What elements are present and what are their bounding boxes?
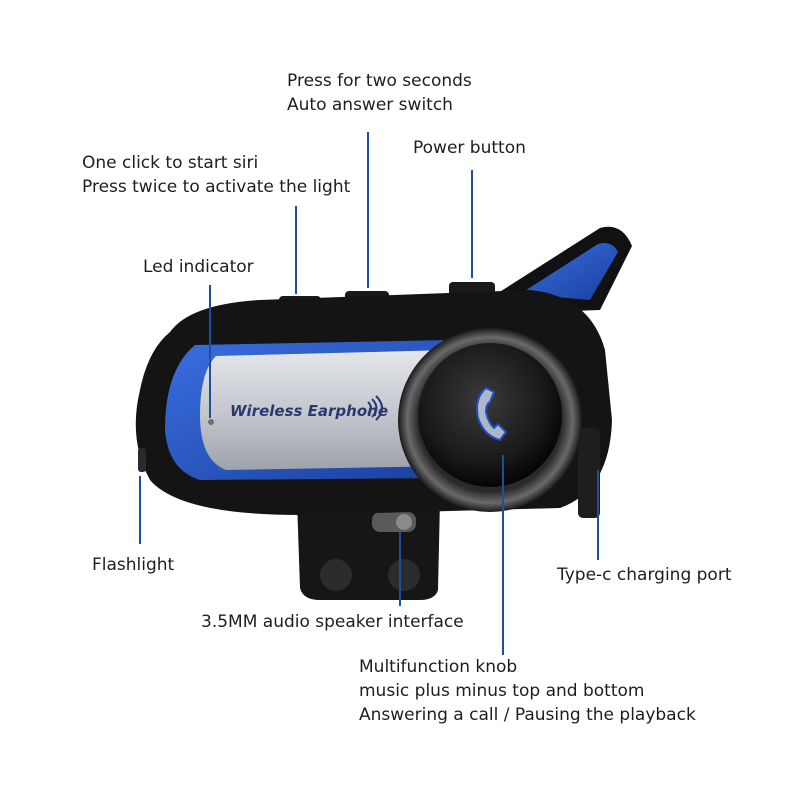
label-flashlight: Flashlight — [92, 555, 175, 575]
antenna-wing-blue — [520, 243, 618, 300]
label-led-indicator: Led indicator — [143, 257, 254, 277]
audio-jack-screw — [396, 514, 412, 530]
led-dot — [208, 419, 214, 425]
label-typec-port: Type-c charging port — [557, 565, 732, 585]
label-auto-answer: Press for two seconds Auto answer switch — [287, 71, 472, 115]
label-multifunction-knob: Multifunction knob music plus minus top … — [359, 657, 696, 725]
label-audio-interface: 3.5MM audio speaker interface — [201, 612, 464, 632]
mount-bracket — [297, 500, 440, 600]
silver-panel — [200, 350, 452, 470]
mount-hole-1 — [320, 559, 352, 591]
label-siri: One click to start siri Press twice to a… — [82, 153, 351, 197]
flashlight-notch — [138, 448, 146, 472]
knob-face — [418, 343, 562, 487]
label-power-button: Power button — [413, 138, 526, 158]
device-brand-text: Wireless Earphone — [230, 402, 388, 420]
typec-port — [578, 428, 600, 518]
mount-hole-2 — [388, 559, 420, 591]
